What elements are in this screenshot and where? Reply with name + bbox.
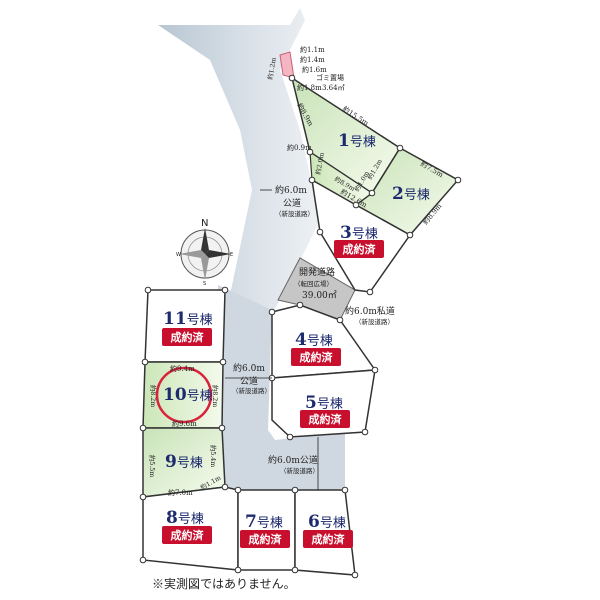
sold-badge-lot-5: 成約済 [300, 410, 350, 428]
dim-lot9-right: 約5.4m [209, 445, 218, 467]
sold-badge-lot-7: 成約済 [240, 530, 290, 548]
road-lower-note: （新設道路） [280, 466, 319, 475]
lot-corner-markers [139, 74, 462, 579]
compass-rose-icon: N S W E [176, 218, 233, 287]
dim-g4: 約1.8m [297, 83, 322, 92]
lot-6-label: 6号棟 [308, 512, 346, 532]
dev-road-subtitle: （転回広場） [294, 279, 333, 288]
dev-road-title: 開発道路 [299, 266, 335, 278]
garbage-area [279, 51, 295, 79]
svg-text:成約済: 成約済 [300, 350, 334, 364]
lot-9-label: 9号棟 [165, 452, 203, 472]
svg-text:W: W [176, 252, 181, 258]
svg-text:S: S [203, 281, 206, 287]
dim-g2: 約1.4m [300, 55, 325, 64]
sold-badge-lot-3: 成約済 [334, 240, 384, 258]
dim-lot10-right: 約8.2m [211, 385, 220, 407]
disclaimer-note: ※実測図ではありません。 [152, 577, 296, 591]
svg-text:E: E [230, 252, 233, 258]
garbage-label: ゴミ置場 [316, 73, 344, 82]
svg-text:成約済: 成約済 [171, 330, 205, 344]
sold-badge-lot-4: 成約済 [291, 348, 341, 366]
dim-lot10-top: 約9.4m [170, 364, 195, 373]
svg-text:成約済: 成約済 [171, 528, 205, 542]
dim-lot9-left: 約5.5m [148, 455, 157, 477]
dim-lot10-bottom: 約9.6m [172, 419, 197, 428]
svg-text:成約済: 成約済 [312, 532, 346, 546]
lot-2-label: 2号棟 [392, 184, 430, 204]
sold-badge-lot-8: 成約済 [162, 526, 212, 544]
road-main-width: 約6.0m [275, 184, 307, 196]
svg-text:成約済: 成約済 [249, 532, 283, 546]
lot-10-label: 10号棟 [163, 385, 213, 405]
lot-10-highlight-circle [155, 366, 213, 424]
lot-7-label: 7号棟 [245, 512, 283, 532]
lot-8-label: 8号棟 [166, 508, 204, 528]
private-road-width: 約6.0m私道 [345, 305, 395, 317]
road-main-type: 公道 [283, 197, 301, 209]
public-road-middle [215, 285, 345, 490]
road-middle-type: 公道 [240, 375, 258, 387]
development-road-turnaround[interactable] [277, 257, 356, 321]
svg-text:成約済: 成約済 [343, 242, 377, 256]
garbage-area-value: 3.64㎡ [322, 84, 345, 92]
dim-g3: 約1.6m [302, 65, 327, 74]
lot-11-label: 11号棟 [163, 309, 213, 329]
dim-lot1-a: 約0.9m [287, 143, 312, 152]
lot-5-label: 5号棟 [305, 393, 343, 413]
svg-text:N: N [201, 218, 208, 229]
dim-g1: 約1.1m [300, 45, 325, 54]
road-main-note: （新設道路） [275, 209, 314, 218]
private-road-note: （新設道路） [355, 317, 394, 326]
svg-text:成約済: 成約済 [309, 412, 343, 426]
sold-badge-lot-6: 成約済 [303, 530, 353, 548]
lot-4-label: 4号棟 [295, 330, 333, 350]
dev-road-area: 39.00㎡ [302, 290, 337, 301]
road-lower-width: 約6.0m公道 [268, 454, 318, 466]
road-middle-note: （新設道路） [232, 386, 271, 395]
road-middle-width: 約6.0m [233, 362, 265, 374]
public-road-north [158, 8, 320, 320]
dim-lot9-bottom: 約7.0m [168, 488, 193, 497]
sold-badge-lot-11: 成約済 [162, 328, 212, 346]
lot-3-label: 3号棟 [340, 223, 378, 243]
dim-lot10-left: 約8.2m [149, 385, 158, 407]
lot-1-label: 1号棟 [338, 131, 376, 151]
